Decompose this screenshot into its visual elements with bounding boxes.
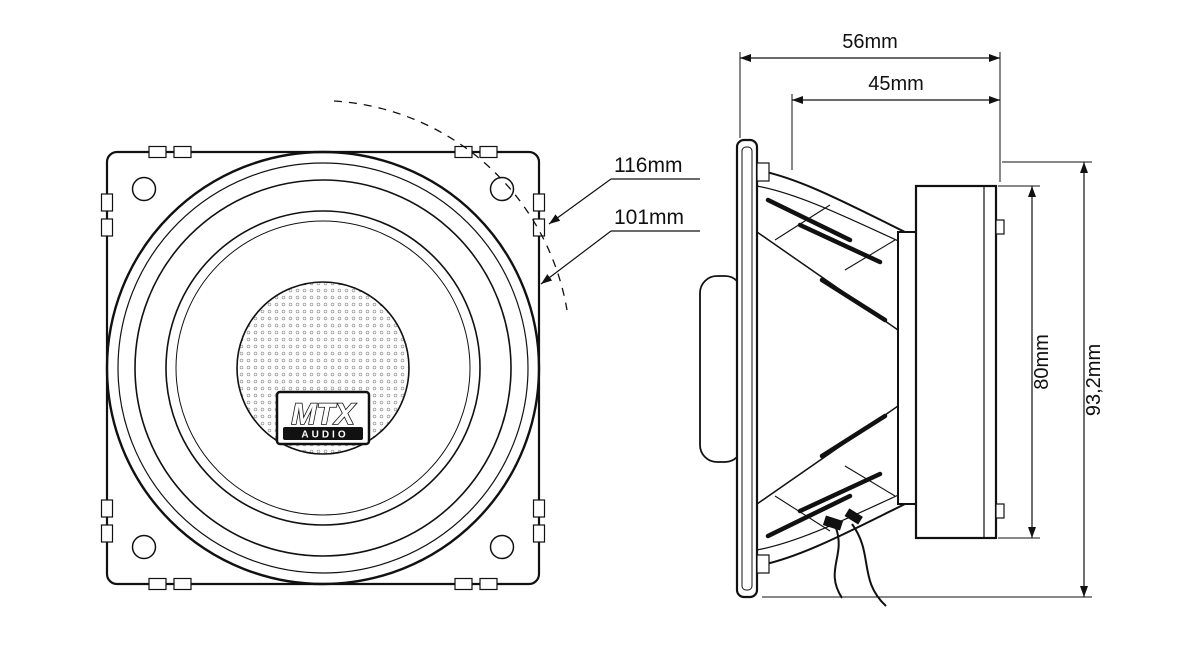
- side-flange-inner: [741, 146, 753, 591]
- mtx-logo: MTX AUDIO: [275, 390, 371, 446]
- speaker-rings: [105, 150, 541, 586]
- front-outer-dim-label: 116mm: [614, 154, 682, 177]
- mounting-hole: [489, 534, 515, 560]
- screw-tabs: [100, 145, 546, 591]
- side-flange: [735, 138, 759, 599]
- magnet: [914, 184, 998, 540]
- side-view: 56mm 45mm 80mm 93,2mm: [699, 31, 1105, 607]
- wires: [822, 508, 887, 607]
- mounting-hole: [489, 176, 515, 202]
- leader-116mm: 116mm: [548, 154, 700, 225]
- mounting-hole: [131, 534, 157, 560]
- depth-total-label: 56mm: [842, 31, 898, 53]
- mounting-holes: [131, 176, 515, 560]
- total-height-label: 93,2mm: [1083, 344, 1105, 416]
- front-inner-dim-label: 101mm: [614, 206, 684, 229]
- mounting-hole: [131, 176, 157, 202]
- projection-arc: [333, 100, 568, 311]
- logo-sub-text: AUDIO: [301, 430, 348, 441]
- logo-brand-text: MTX: [291, 398, 356, 431]
- dim-80mm: 80mm: [998, 185, 1053, 539]
- leader-101mm: 101mm: [540, 206, 700, 285]
- depth-mount-label: 45mm: [868, 73, 924, 95]
- dim-56mm: 56mm: [739, 31, 1001, 182]
- front-plate: [897, 231, 917, 505]
- logo-sub-bar: [283, 427, 363, 440]
- basket: [756, 162, 906, 574]
- dust-cap-side: [699, 275, 743, 463]
- magnet-height-label: 80mm: [1031, 334, 1053, 390]
- dim-93mm: 93,2mm: [762, 161, 1105, 598]
- dim-45mm: 45mm: [791, 73, 1000, 170]
- magnet-assembly: [897, 184, 1005, 540]
- front-view: MTX AUDIO 116mm 101mm: [100, 100, 700, 591]
